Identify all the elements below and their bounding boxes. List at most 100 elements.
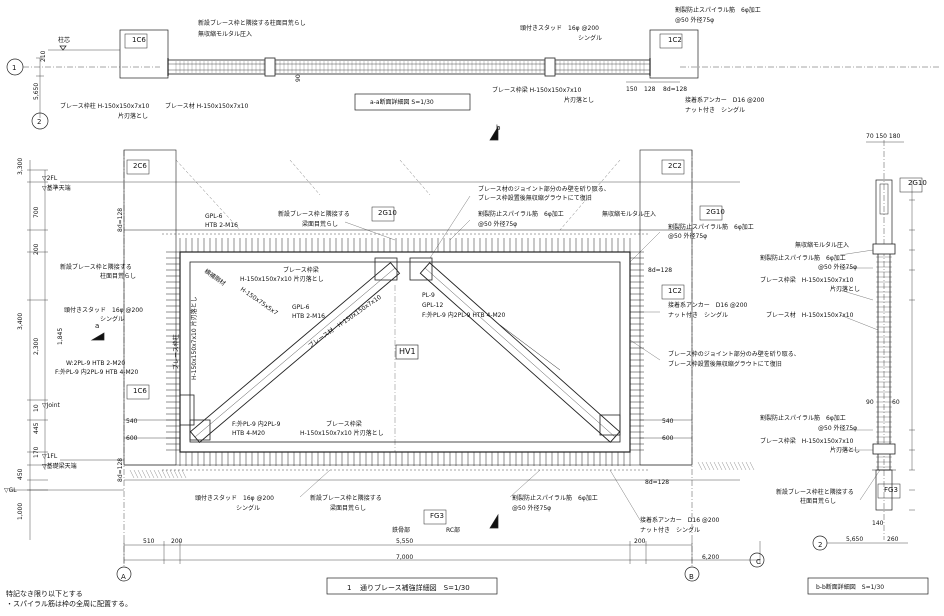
grid-c-label: C bbox=[756, 558, 761, 566]
grid-a-label: A bbox=[121, 573, 126, 581]
label-single-left: シングル bbox=[100, 315, 124, 323]
b-frame-cap-bottom bbox=[872, 443, 896, 455]
label-joint-note: ブレース材のジョイント部分のみ壁を斫り取る、 bbox=[478, 185, 610, 193]
tag-box-2c2 bbox=[661, 159, 685, 175]
label-brace-b: H-150x75x5x7 bbox=[239, 286, 279, 317]
level-1fl: ▽1FL bbox=[42, 453, 58, 460]
dim-bot-5550: 5,550 bbox=[396, 538, 413, 545]
level-2fl-base: ▽基準天端 bbox=[42, 184, 71, 192]
label-gpl6-mid: GPL-6 bbox=[292, 304, 310, 311]
brace-member-plan-2 bbox=[544, 57, 556, 77]
dim-bot-510: 510 bbox=[143, 538, 155, 545]
tag-2c6: 2C6 bbox=[133, 162, 147, 170]
label-brace-member: ブレース材 H-150x150x7x10 bbox=[165, 102, 248, 110]
tag-fg3-b: FG3 bbox=[884, 486, 898, 494]
dashed-diag bbox=[175, 159, 241, 231]
label-stud-top: 頭付きスタッド 16φ @200 bbox=[520, 24, 599, 32]
tag-box-2g10-right bbox=[699, 205, 723, 221]
label-spiral-elev: 割裂防止スパイラル筋 6φ加工 bbox=[478, 210, 564, 218]
label-htb-mid: HTB 2-M16 bbox=[292, 313, 325, 320]
label-cut2-top: 片刃落とし bbox=[564, 96, 594, 104]
label-spiral-bot-sub: @50 外径75φ bbox=[512, 504, 551, 512]
tag-2g10-right: 2G10 bbox=[706, 208, 725, 216]
dim-60-b: 60 bbox=[892, 399, 900, 406]
wall-hatch bbox=[145, 469, 151, 479]
wall-hatch bbox=[749, 461, 755, 471]
label-fpl2: F:外PL-9 内2PL-9 bbox=[232, 420, 281, 428]
leader bbox=[344, 221, 396, 241]
wall-hatch bbox=[737, 461, 743, 471]
dim-left-700: 700 bbox=[33, 206, 40, 218]
label-htb-top: HTB 2-M16 bbox=[205, 222, 238, 229]
label-brace-b: ブレース材 H-150x150x7x10 bbox=[766, 311, 854, 319]
brace-left-lower bbox=[189, 262, 401, 443]
tag-box-1c2 bbox=[661, 284, 685, 300]
label-spiral-right-sub: @50 外径75φ bbox=[668, 232, 707, 240]
tag-box-1c2 bbox=[659, 33, 683, 49]
level-2fl: ▽2FL bbox=[42, 175, 58, 182]
wall-hatch bbox=[133, 469, 139, 479]
grid-bubble-b bbox=[684, 566, 700, 582]
dim-260-b: 260 bbox=[887, 536, 899, 543]
wall-hatch bbox=[177, 469, 183, 479]
label-adj-b2: 柱面目荒らし bbox=[800, 497, 836, 505]
tag-box-hv1 bbox=[395, 344, 419, 360]
wall-hatch bbox=[165, 469, 171, 479]
label-brace-c: 横補剛材 bbox=[203, 267, 227, 287]
label-anchor-top: 接着系アンカー D16 @200 bbox=[685, 96, 765, 104]
grid-b-label: B bbox=[689, 573, 694, 581]
label-beam-b2: ブレース枠梁 H-150x150x7x10 bbox=[760, 437, 854, 445]
leader bbox=[509, 469, 541, 498]
label-mortar-elev: 無収縮モルタル圧入 bbox=[602, 210, 656, 218]
dim-left-450: 450 bbox=[17, 468, 24, 480]
dim-left-200: 200 bbox=[33, 243, 40, 255]
label-mortar-b: 無収縮モルタル圧入 bbox=[795, 241, 849, 249]
brace-frame-plan bbox=[167, 59, 651, 75]
leader bbox=[839, 249, 874, 256]
label-spiral-top: 割裂防止スパイラル筋 6φ加工 bbox=[675, 6, 761, 14]
dim-left-3300: 3,300 bbox=[17, 158, 24, 175]
label-adj-top: 新設ブレース枠と隣接する bbox=[278, 210, 350, 218]
section-mark-a: a bbox=[95, 322, 99, 330]
dim-left-445: 445 bbox=[33, 422, 40, 434]
wall-hatch bbox=[149, 469, 155, 479]
dim-210: 210 bbox=[40, 50, 47, 62]
tag-box-fg3-b bbox=[877, 483, 901, 499]
dim-left-540: 540 bbox=[126, 418, 138, 425]
dim-left-1845: 1,845 bbox=[57, 328, 64, 345]
wall-hatch bbox=[697, 461, 703, 471]
label-frame-beam-bot: ブレース枠梁 bbox=[326, 420, 362, 428]
dim-bot-7000: 7,000 bbox=[396, 554, 413, 561]
brace-stiffener bbox=[499, 324, 561, 371]
tag-1c6: 1C6 bbox=[133, 387, 147, 395]
label-spiral-elev-sub: @50 外径75φ bbox=[478, 220, 517, 228]
general-note-1: 特記なき限り以下とする bbox=[6, 590, 83, 598]
label-steel: 鉄骨部 bbox=[392, 526, 410, 534]
tag-2c2: 2C2 bbox=[668, 162, 682, 170]
label-frame-col: ブレース枠柱 bbox=[172, 334, 180, 370]
label-spiral-b-sub: @50 外径75φ bbox=[818, 263, 857, 271]
dashed-diag bbox=[559, 159, 621, 231]
wall-hatch bbox=[153, 469, 159, 479]
dim-8d-right-top: 8d=128 bbox=[648, 267, 672, 274]
section-mark-b-top bbox=[489, 125, 499, 141]
tag-1c6-top: 1C6 bbox=[132, 36, 146, 44]
wall-hatch bbox=[741, 461, 747, 471]
wall-hatch bbox=[161, 469, 167, 479]
brace-member-plan-1 bbox=[264, 57, 276, 77]
label-spiral-sub-top: @50 外径75φ bbox=[675, 16, 714, 24]
label-frame-beam-top: ブレース枠梁 bbox=[283, 266, 319, 274]
leader bbox=[629, 339, 661, 361]
wall-hatch bbox=[725, 461, 731, 471]
wall-hatch bbox=[729, 461, 735, 471]
tag-fg3: FG3 bbox=[430, 512, 444, 520]
dim-left-1000: 1,000 bbox=[17, 503, 24, 520]
gusset-left bbox=[179, 394, 195, 426]
title-elevation: 通りブレース補強詳細図 S=1/30 bbox=[360, 583, 470, 592]
label-rc: RC部 bbox=[446, 526, 460, 534]
general-note-2: ・スパイラル筋は枠の全周に配置する。 bbox=[6, 600, 132, 608]
leader bbox=[629, 231, 661, 263]
grid-1-label: 1 bbox=[12, 64, 16, 72]
leader bbox=[449, 219, 471, 241]
title-a-a: a-a断面詳細図 S=1/30 bbox=[370, 98, 434, 106]
